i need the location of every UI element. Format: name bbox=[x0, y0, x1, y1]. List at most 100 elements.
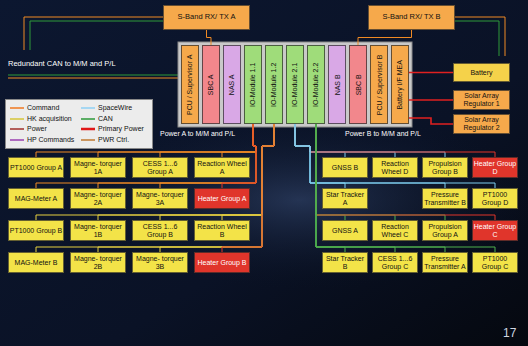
legend-entry: Power bbox=[10, 125, 77, 133]
device-box: Magne- torquer 2A bbox=[70, 188, 126, 209]
wire bbox=[24, 17, 163, 50]
legend-entry: Command bbox=[10, 104, 77, 112]
legend-swatch bbox=[10, 116, 24, 122]
node-text: IO-Module 1.2 bbox=[270, 62, 278, 106]
node-text: Pressure Transmitter B bbox=[423, 191, 467, 206]
device-box: MAG-Meter B bbox=[8, 252, 64, 273]
node-text: Reaction Wheel D bbox=[373, 160, 417, 175]
device-box: Magne- torquer 3A bbox=[132, 188, 188, 209]
bus-note: Power B to M/M and P/L bbox=[345, 130, 421, 138]
wire-connector bbox=[295, 124, 345, 188]
node-text: Reaction Wheel B bbox=[195, 223, 249, 238]
legend-entry: PWR Ctrl. bbox=[81, 136, 148, 144]
wire-connector bbox=[98, 124, 256, 157]
bus-note: Redundant CAN to M/M and P/L bbox=[8, 60, 116, 68]
node-text: Magne- torquer 3A bbox=[133, 191, 187, 206]
device-box: Reaction Wheel B bbox=[194, 220, 250, 241]
node-text: Magne- torquer 2A bbox=[71, 191, 125, 206]
legend-text: Power bbox=[27, 125, 47, 133]
obc-module: PCU / Supervisor A bbox=[181, 45, 199, 124]
node-text: PT1000 Group B bbox=[9, 227, 63, 235]
node-text: CESS 1...6 Group C bbox=[373, 255, 417, 270]
node-text: IO-Module 1.1 bbox=[249, 62, 257, 106]
node-text: Battery bbox=[454, 69, 509, 77]
node-text: SBC B bbox=[354, 74, 362, 95]
device-box: GNSS B bbox=[322, 157, 368, 178]
wire-connector bbox=[160, 124, 256, 188]
obc-module: SBC A bbox=[202, 45, 220, 124]
page-number: 17 bbox=[503, 327, 516, 340]
device-box: PT1000 Group D bbox=[472, 188, 518, 209]
wire bbox=[455, 21, 499, 56]
can-wire bbox=[8, 75, 178, 76]
heater-box: Heater Group B bbox=[194, 252, 250, 273]
antenna-box: S-Band RX/ TX B bbox=[368, 5, 455, 30]
device-box: PT1000 Group A bbox=[8, 157, 64, 178]
wire-connector bbox=[409, 118, 453, 124]
obc-module: NAS A bbox=[223, 45, 241, 124]
device-box: CESS 1...6 Group B bbox=[132, 220, 188, 241]
node-text: PT1000 Group D bbox=[473, 191, 517, 206]
node-text: Heater Group A bbox=[195, 195, 249, 203]
obc-module: SBC B bbox=[349, 45, 367, 124]
node-text: Star Tracker A bbox=[323, 191, 367, 206]
device-box: Magne- torquer 3B bbox=[132, 252, 188, 273]
node-text: Battery I/F MEA bbox=[396, 60, 404, 109]
obc-module: Battery I/F MEA bbox=[391, 45, 409, 124]
node-text: Pressure Transmitter A bbox=[423, 255, 467, 270]
legend-swatch bbox=[81, 116, 95, 122]
node-text: Heater Group C bbox=[473, 223, 517, 238]
device-box: Reaction Wheel A bbox=[194, 157, 250, 178]
legend-line bbox=[10, 139, 24, 141]
legend-entry: HK acquisition bbox=[10, 115, 77, 123]
node-text: S-Band RX/ TX A bbox=[164, 13, 249, 21]
wire-connector bbox=[295, 124, 445, 188]
device-box: Magne- torquer 1B bbox=[70, 220, 126, 241]
node-text: Reaction Wheel C bbox=[373, 223, 417, 238]
node-text: Reaction Wheel A bbox=[195, 160, 249, 175]
legend: CommandSpaceWireHK acquisitionCANPowerPr… bbox=[5, 99, 153, 149]
node-text: CESS 1...6 Group A bbox=[133, 160, 187, 175]
wire-connector bbox=[316, 124, 495, 252]
node-text: Solar Array Regulator 1 bbox=[454, 92, 509, 107]
node-text: PT1000 Group A bbox=[9, 164, 63, 172]
wire-connector bbox=[409, 99, 453, 101]
device-box: Reaction Wheel C bbox=[372, 220, 418, 241]
heater-box: Heater Group D bbox=[472, 157, 518, 178]
node-text: NAS B bbox=[333, 74, 341, 95]
wire-connector bbox=[409, 72, 453, 74]
node-text: IO-Module 2.1 bbox=[291, 62, 299, 106]
device-box: Star Tracker A bbox=[322, 188, 368, 209]
legend-line bbox=[10, 128, 24, 130]
node-text: SBC A bbox=[207, 74, 215, 95]
legend-entry: Primary Power bbox=[81, 125, 148, 133]
legend-text: PWR Ctrl. bbox=[98, 136, 129, 144]
legend-line bbox=[81, 107, 95, 109]
obc-module: NAS B bbox=[328, 45, 346, 124]
device-box: Star Tracker B bbox=[322, 252, 368, 273]
device-box: Magne- torquer 2B bbox=[70, 252, 126, 273]
node-text: Star Tracker B bbox=[323, 255, 367, 270]
obc-housing bbox=[178, 42, 412, 127]
node-text: MAG-Meter A bbox=[9, 195, 63, 203]
node-text: Heater Group D bbox=[473, 160, 517, 175]
legend-text: Primary Power bbox=[98, 125, 144, 133]
legend-text: Command bbox=[27, 104, 59, 112]
can-wire bbox=[8, 78, 178, 79]
device-box: PT1000 Group C bbox=[472, 252, 518, 273]
node-text: PT1000 Group C bbox=[473, 255, 517, 270]
node-text: Magne- torquer 1B bbox=[71, 223, 125, 238]
legend-line bbox=[81, 139, 95, 141]
device-box: MAG-Meter A bbox=[8, 188, 64, 209]
node-text: Magne- torquer 2B bbox=[71, 255, 125, 270]
wire-connector bbox=[358, 30, 412, 45]
legend-line bbox=[81, 118, 95, 120]
bus-note: Power A to M/M and P/L bbox=[160, 130, 235, 138]
node-text: GNSS A bbox=[323, 227, 367, 235]
device-box: Pressure Transmitter A bbox=[422, 252, 468, 273]
device-box: Pressure Transmitter B bbox=[422, 188, 468, 209]
wire-connector bbox=[222, 124, 256, 157]
wire bbox=[30, 21, 163, 50]
heater-box: Heater Group A bbox=[194, 188, 250, 209]
device-box: CESS 1...6 Group C bbox=[372, 252, 418, 273]
